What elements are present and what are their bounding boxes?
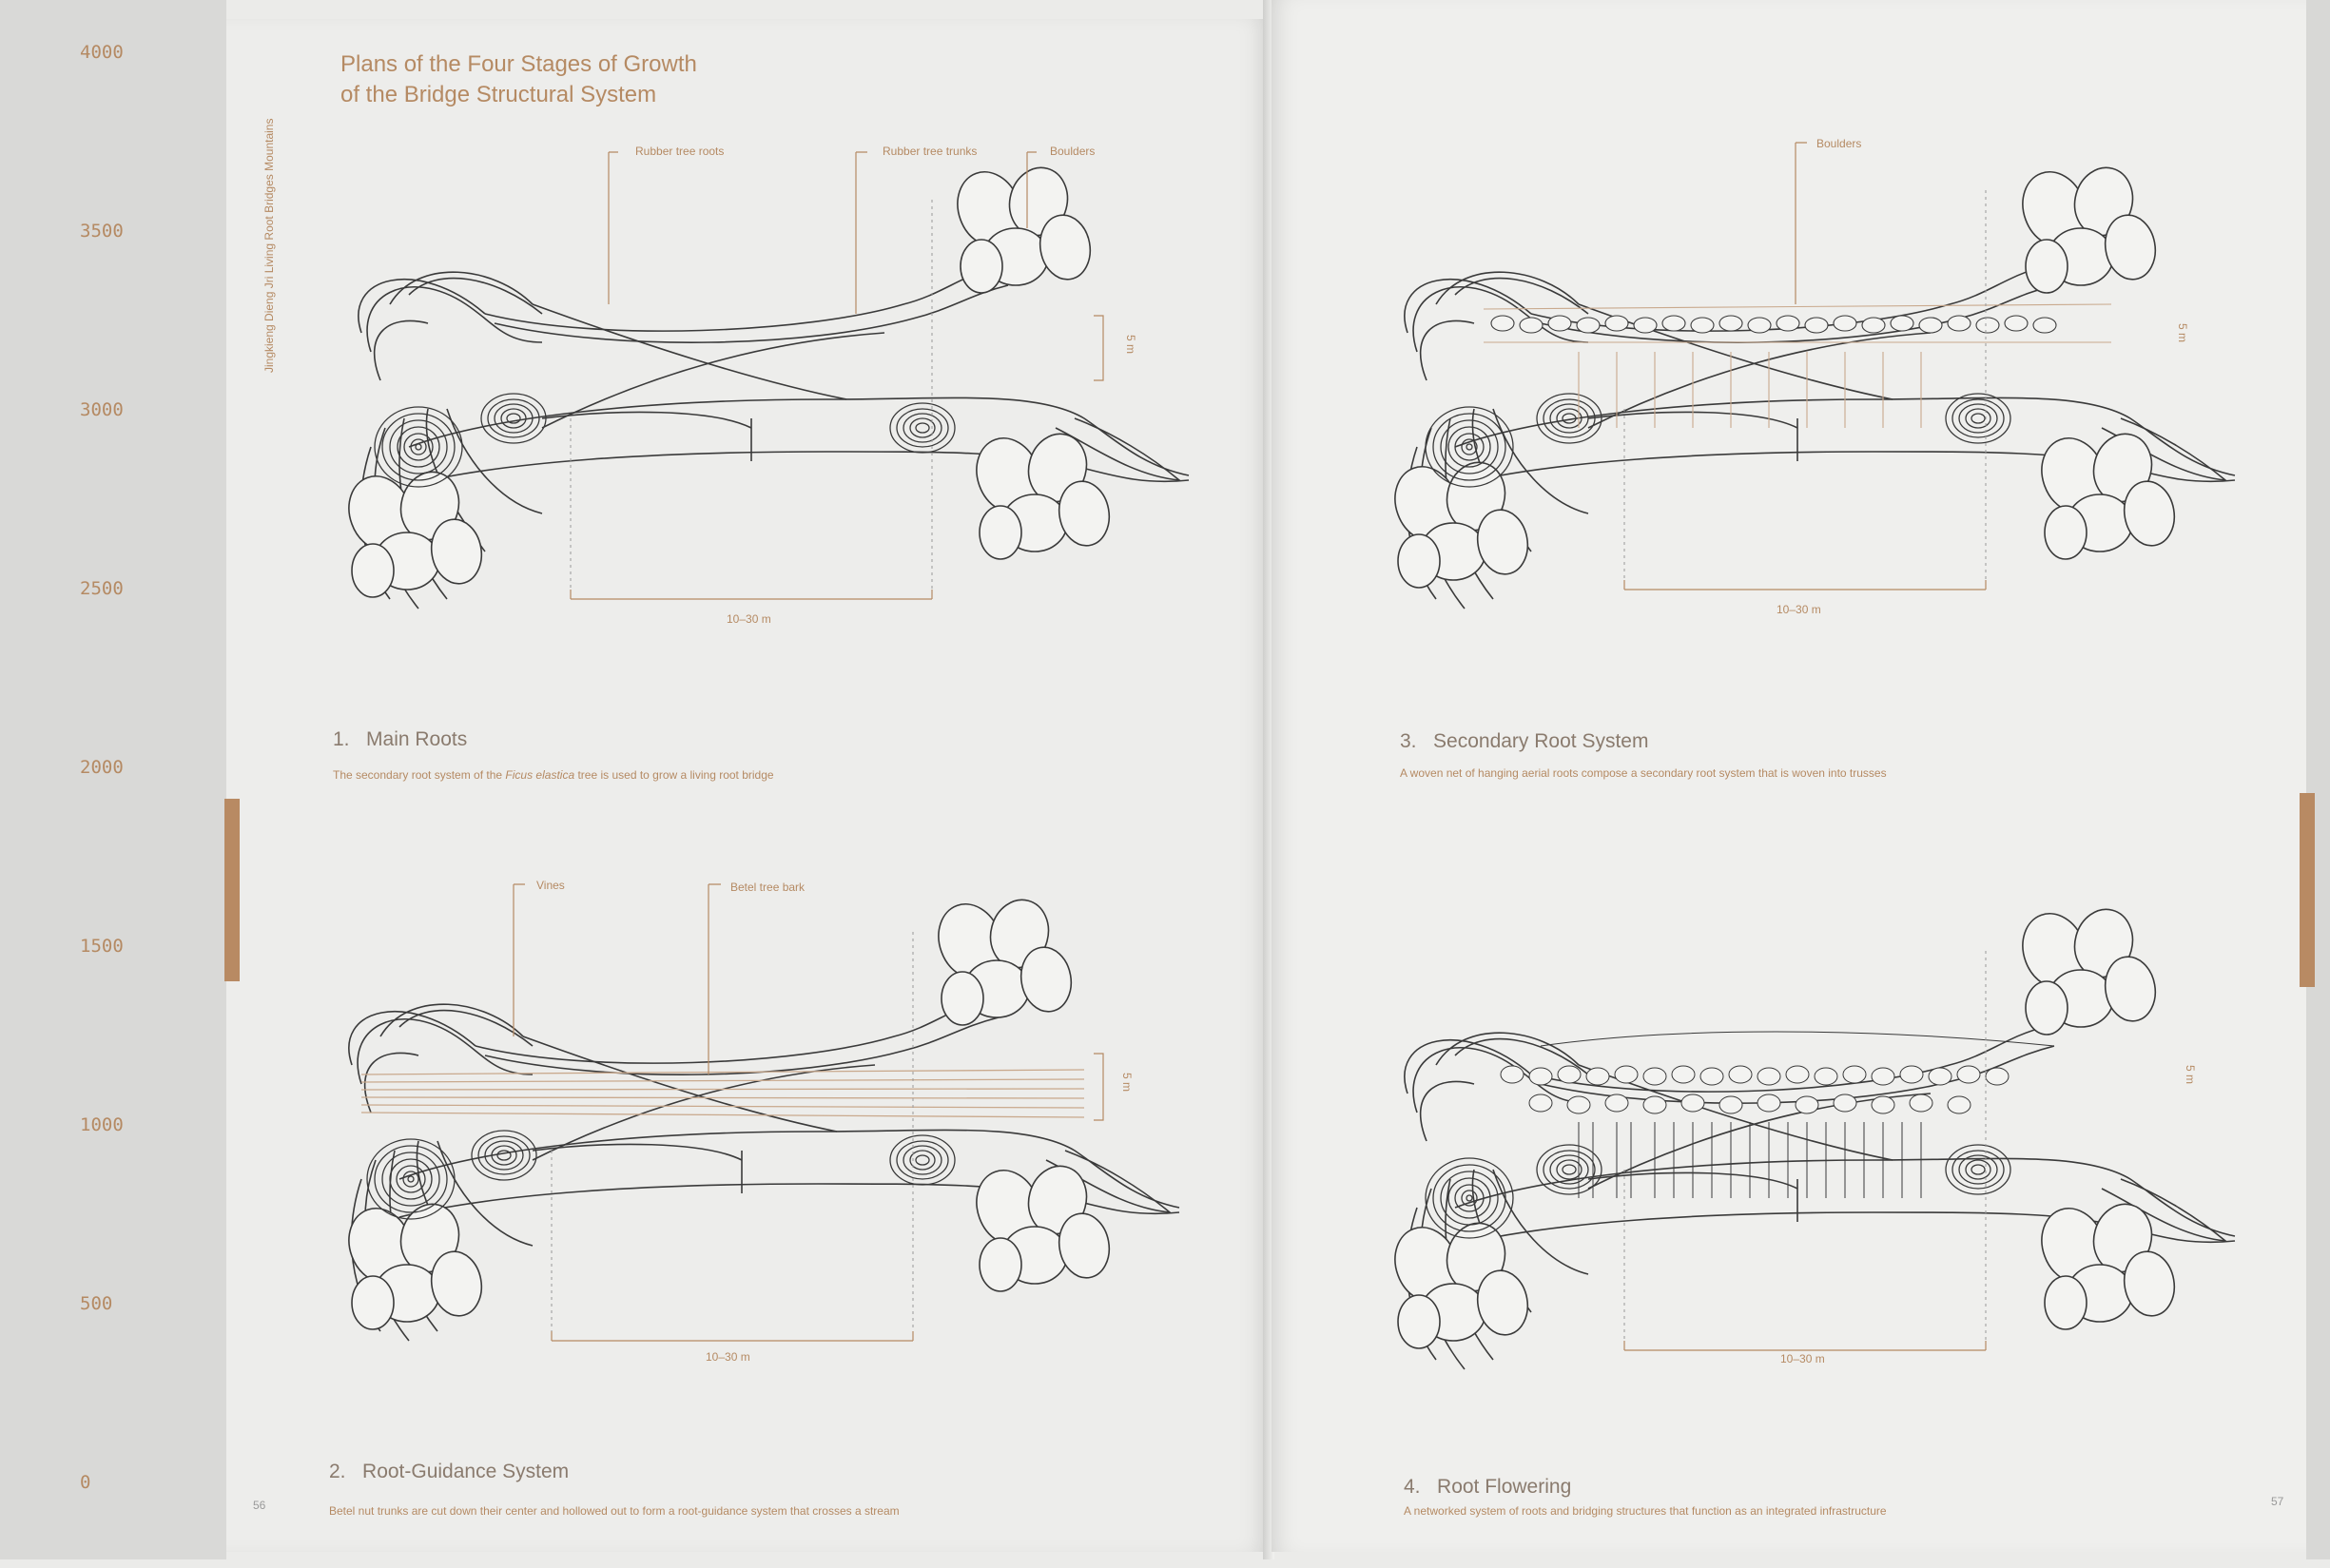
stage-title: Root Flowering xyxy=(1437,1476,1572,1498)
callout-boulders: Boulders xyxy=(1816,137,1862,150)
stage-2-description: Betel nut trunks are cut down their cent… xyxy=(329,1504,900,1518)
stage-number: 1. xyxy=(333,728,350,750)
elevation-scale-strip: 4000 3500 3000 2500 2000 1500 1000 500 0 xyxy=(0,0,226,1559)
callout-vines: Vines xyxy=(536,879,565,892)
page-title-line-2: of the Bridge Structural System xyxy=(340,82,657,107)
right-page-edge xyxy=(2306,0,2330,1559)
scale-tick: 1500 xyxy=(80,936,124,957)
span-dimension: 10–30 m xyxy=(1777,603,1821,616)
stage-3-secondary-root-drawing xyxy=(1384,142,2236,610)
scale-tick: 3500 xyxy=(80,221,124,242)
scale-tick: 3000 xyxy=(80,399,124,420)
stage-number: 4. xyxy=(1404,1476,1421,1498)
width-dimension: 5 m xyxy=(2176,323,2189,343)
stage-4-heading: 4. Root Flowering xyxy=(1404,1476,1571,1499)
span-dimension: 10–30 m xyxy=(727,612,771,626)
stage-title: Main Roots xyxy=(366,728,468,750)
stage-1-heading: 1. Main Roots xyxy=(333,728,467,751)
stage-number: 2. xyxy=(329,1461,346,1482)
stage-2-heading: 2. Root-Guidance System xyxy=(329,1461,569,1483)
scale-tick: 500 xyxy=(80,1293,113,1314)
span-dimension: 10–30 m xyxy=(706,1350,750,1364)
stage-title: Root-Guidance System xyxy=(362,1461,570,1482)
right-section-tab xyxy=(2300,793,2315,987)
scale-tick: 0 xyxy=(80,1472,91,1493)
species-name: Ficus elastica xyxy=(505,768,575,782)
span-dimension: 10–30 m xyxy=(1780,1352,1825,1365)
stage-2-root-guidance-drawing xyxy=(338,883,1180,1342)
stage-number: 3. xyxy=(1400,730,1417,752)
stage-title: Secondary Root System xyxy=(1433,730,1649,752)
callout-rubber-tree-trunks: Rubber tree trunks xyxy=(883,145,978,158)
scale-tick: 2000 xyxy=(80,757,124,778)
page-title-line-1: Plans of the Four Stages of Growth xyxy=(340,51,697,77)
running-head: Jingkieng Dieng Jri Living Root Bridges … xyxy=(262,118,276,373)
scale-tick: 2500 xyxy=(80,578,124,599)
page-number-right: 57 xyxy=(2271,1495,2284,1508)
page-title: Plans of the Four Stages of Growth of th… xyxy=(340,49,697,110)
width-dimension: 5 m xyxy=(1120,1073,1134,1093)
width-dimension: 5 m xyxy=(2184,1065,2197,1085)
stage-3-heading: 3. Secondary Root System xyxy=(1400,730,1648,753)
page-number-left: 56 xyxy=(253,1499,266,1512)
stage-4-root-flowering-drawing xyxy=(1384,901,2236,1370)
stage-1-main-roots-drawing xyxy=(338,151,1190,610)
stage-4-description: A networked system of roots and bridging… xyxy=(1404,1504,1887,1518)
left-section-tab xyxy=(224,799,240,981)
stage-1-description: The secondary root system of the Ficus e… xyxy=(333,768,774,782)
scale-tick: 1000 xyxy=(80,1114,124,1135)
scale-tick: 4000 xyxy=(80,42,124,63)
callout-boulders: Boulders xyxy=(1050,145,1096,158)
stage-3-description: A woven net of hanging aerial roots comp… xyxy=(1400,766,1887,780)
width-dimension: 5 m xyxy=(1124,335,1137,355)
callout-betel-tree-bark: Betel tree bark xyxy=(730,881,806,894)
callout-rubber-tree-roots: Rubber tree roots xyxy=(635,145,725,158)
